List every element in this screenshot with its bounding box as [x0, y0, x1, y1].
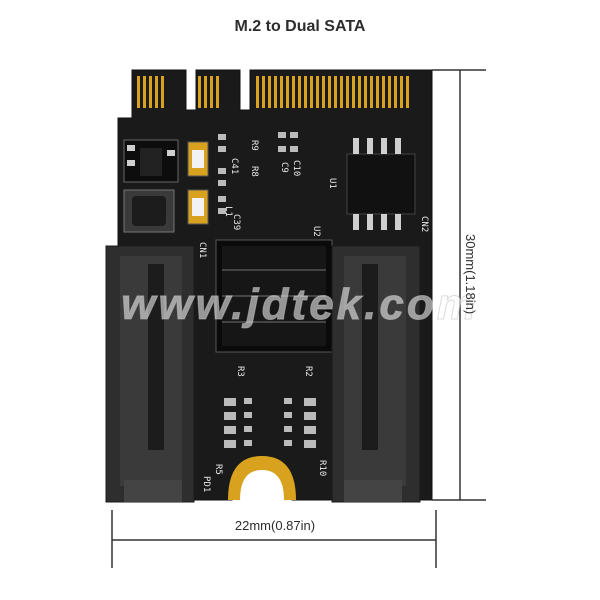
- transistor-q1: [123, 139, 179, 183]
- label-r5: R5: [213, 464, 223, 475]
- chip-u1: [346, 138, 416, 230]
- label-u2: U2: [311, 226, 321, 237]
- label-c10: C10: [291, 160, 301, 176]
- sata-connector-right: [331, 245, 421, 503]
- label-u1: U1: [327, 178, 337, 189]
- inductor-l: [123, 189, 175, 233]
- width-dimension-label: 22mm(0.87in): [234, 518, 316, 533]
- label-cn2: CN2: [419, 216, 429, 232]
- label-r2: R2: [303, 366, 313, 377]
- height-dimension-label: 30mm(1.18in): [463, 234, 478, 315]
- watermark: www.jdtek.com: [121, 280, 479, 330]
- label-pd1: PD1: [201, 476, 211, 492]
- mounting-notch-ring: [228, 456, 296, 500]
- label-c39: C39: [231, 214, 241, 230]
- sata-connector-left: [105, 245, 195, 503]
- label-c41: C41: [229, 158, 239, 174]
- label-l1: L1: [223, 206, 233, 217]
- chip-u2: [215, 239, 333, 353]
- product-title: M.2 to Dual SATA: [234, 18, 366, 35]
- label-cn1: CN1: [197, 242, 207, 258]
- dimension-vertical: [432, 69, 486, 501]
- label-r3: R3: [235, 366, 245, 377]
- label-r10: R10: [317, 460, 327, 476]
- dimension-horizontal: [111, 510, 437, 568]
- smd-resistors: [218, 132, 298, 214]
- label-r9: R9: [249, 140, 259, 151]
- label-r8: R8: [249, 166, 259, 177]
- lower-components: [224, 398, 316, 448]
- label-c9: C9: [279, 162, 289, 173]
- gold-fingers: [137, 76, 409, 108]
